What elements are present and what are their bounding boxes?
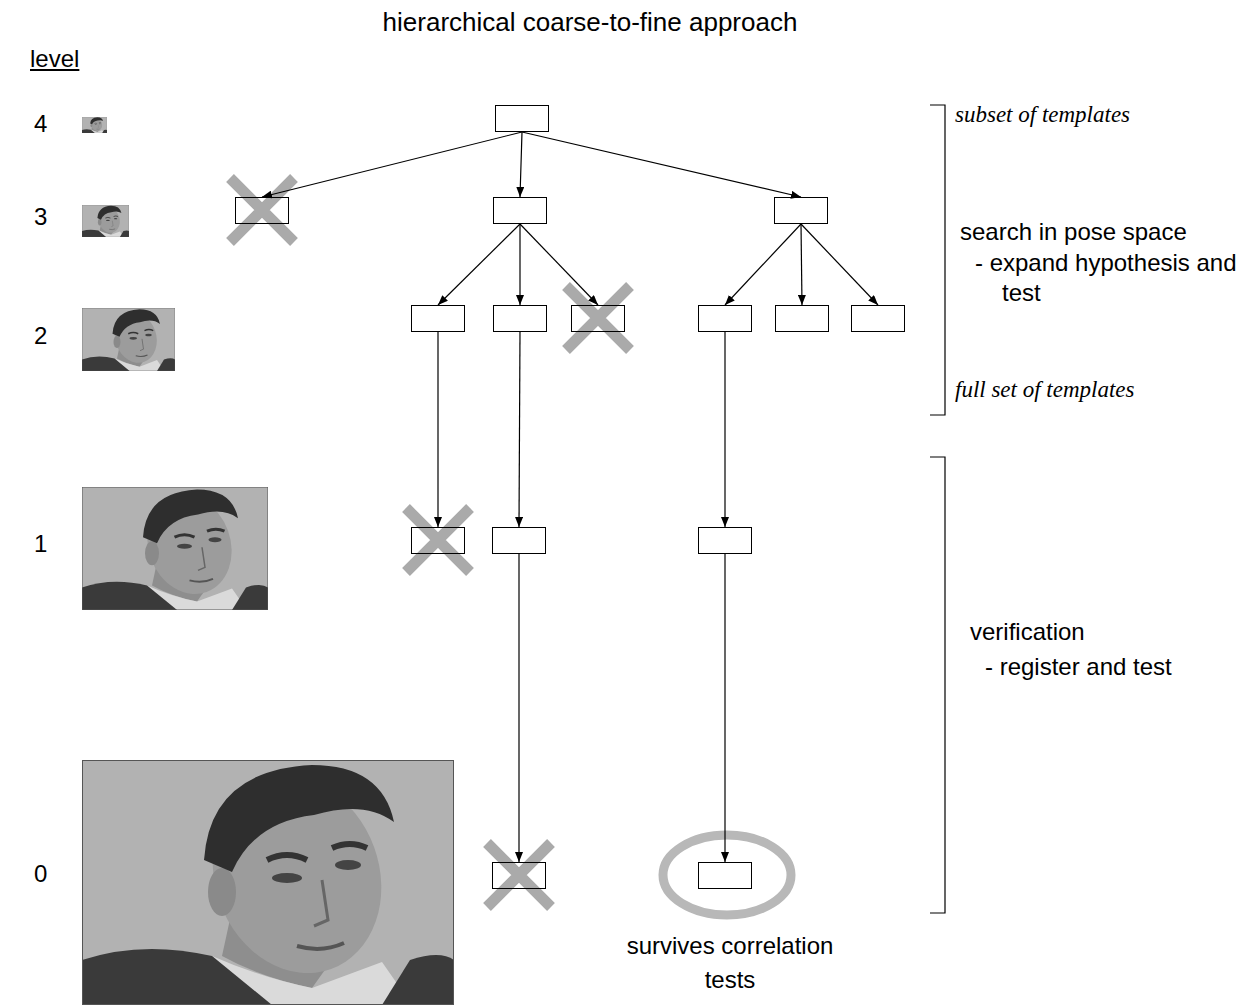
hypothesis-box (495, 105, 549, 132)
level-number: 3 (34, 203, 47, 230)
bracket-note-wrap: subset of templates (955, 101, 1130, 129)
bracket-note: subset of templates (955, 102, 1130, 127)
stage-step-wrap: - register and test (985, 653, 1172, 681)
level-heading: level (30, 45, 79, 72)
face-image (82, 753, 454, 1005)
survivor-note-wrap: survives correlation tests (620, 929, 840, 997)
level-number-wrap: 0 (34, 860, 47, 888)
expansion-arrow (520, 132, 522, 197)
hypothesis-box (571, 305, 625, 332)
hypothesis-box (698, 862, 752, 889)
stage-step: - register and test (985, 653, 1172, 680)
face-thumbnail (82, 117, 107, 133)
diagram-title: hierarchical coarse-to-fine approach (383, 7, 798, 37)
level-number: 0 (34, 860, 47, 887)
face-thumbnail (82, 204, 129, 237)
expansion-arrow (801, 224, 878, 305)
level-number-wrap: 1 (34, 530, 47, 558)
expansion-arrow (262, 132, 522, 197)
expansion-arrow (724, 554, 725, 862)
hypothesis-box (775, 305, 829, 332)
expansion-arrow (801, 224, 802, 305)
level-number-wrap: 2 (34, 322, 47, 350)
expansion-arrow (520, 224, 598, 305)
expansion-arrow (438, 224, 520, 305)
expansion-arrow (519, 224, 520, 305)
expansion-arrow (519, 332, 520, 527)
bracket-note-wrap: full set of templates (955, 376, 1135, 404)
reject-crosses (230, 178, 630, 907)
level-number-wrap: 4 (34, 110, 47, 138)
stage-heading-wrap: verification (970, 618, 1085, 646)
hypothesis-box (698, 305, 752, 332)
diagram-title-wrap: hierarchical coarse-to-fine approach (290, 6, 890, 38)
hypothesis-box (492, 862, 546, 889)
hypothesis-box (698, 527, 752, 554)
hypothesis-box (851, 305, 905, 332)
bracket-note: full set of templates (955, 377, 1135, 402)
hypothesis-box (411, 527, 465, 554)
hypothesis-box (411, 305, 465, 332)
stage-heading: verification (970, 618, 1085, 645)
expansion-arrow (725, 224, 801, 305)
stage-heading: search in pose space (960, 218, 1187, 245)
hypothesis-box (493, 197, 547, 224)
level-number: 2 (34, 322, 47, 349)
stage-step: - expand hypothesis and test (975, 249, 1237, 306)
expansion-arrow (724, 332, 725, 527)
face-thumbnail (82, 306, 175, 371)
survivor-note: survives correlation tests (627, 932, 834, 993)
reject-cross (230, 178, 294, 242)
level-heading-wrap: level (30, 45, 79, 73)
level-number: 4 (34, 110, 47, 137)
level-number: 1 (34, 530, 47, 557)
expansion-arrow (518, 554, 519, 862)
reject-cross (566, 286, 630, 350)
level-number-wrap: 3 (34, 203, 47, 231)
face-thumbnail (82, 483, 268, 610)
expansion-arrow (437, 332, 438, 527)
stage-step-wrap: - expand hypothesis and test (975, 248, 1255, 308)
hypothesis-box (493, 305, 547, 332)
hypothesis-box (235, 197, 289, 224)
bracket (930, 105, 945, 415)
stage-heading-wrap: search in pose space (960, 218, 1187, 246)
survivor-ring (663, 835, 791, 915)
bracket (930, 457, 945, 913)
hypothesis-box (492, 527, 546, 554)
expansion-arrow (522, 132, 801, 197)
hypothesis-box (774, 197, 828, 224)
